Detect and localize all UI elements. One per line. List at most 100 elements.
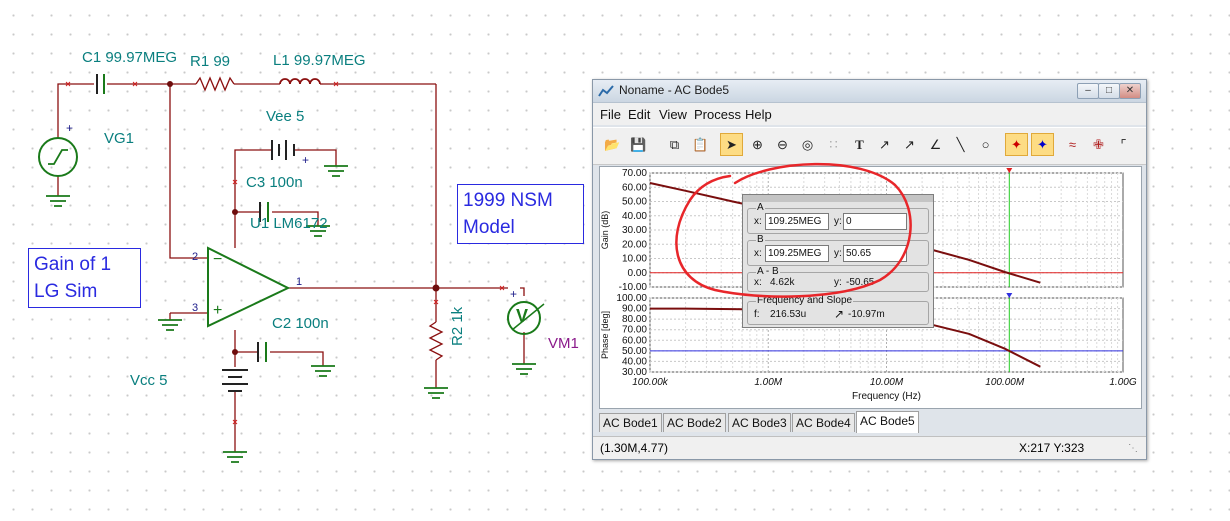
fs-slope-value: -10.97m bbox=[848, 309, 885, 320]
menu-view[interactable]: View bbox=[659, 107, 687, 122]
y-tick-label: 60.00 bbox=[622, 182, 647, 193]
arrow-icon[interactable]: ⌜ bbox=[1120, 137, 1127, 152]
slope-icon[interactable]: ∠ bbox=[929, 137, 942, 152]
a-y-field[interactable]: 0 bbox=[843, 213, 907, 230]
voltmeter-icon: V bbox=[516, 306, 529, 326]
maximize-button[interactable]: □ bbox=[1098, 83, 1120, 99]
l1-label: L1 99.97MEG bbox=[273, 52, 366, 69]
opamp-plus: + bbox=[213, 302, 223, 319]
b-x-field[interactable]: 109.25MEG bbox=[765, 245, 829, 262]
a-y-label: y: bbox=[834, 216, 842, 227]
tab-ac-bode3[interactable]: AC Bode3 bbox=[728, 413, 791, 432]
note-model-line2: Model bbox=[463, 217, 515, 238]
tab-ac-bode2[interactable]: AC Bode2 bbox=[663, 413, 726, 432]
x-tick-label: 10.00M bbox=[870, 377, 904, 388]
copy-icon[interactable]: ⧉ bbox=[669, 137, 680, 152]
ab-x-value: 4.62k bbox=[770, 277, 795, 288]
cursor-b-icon[interactable]: ↗ bbox=[904, 137, 915, 152]
zoom-full-icon[interactable]: ◎ bbox=[801, 137, 814, 152]
group-a-label: A bbox=[756, 202, 765, 213]
tab-ac-bode5[interactable]: AC Bode5 bbox=[856, 411, 919, 433]
status-xy: X:217 Y:323 bbox=[1019, 441, 1085, 455]
menu-bar: File Edit View Process Help bbox=[593, 103, 1146, 125]
y-tick-label: 10.00 bbox=[622, 254, 647, 265]
y-tick-label: 40.00 bbox=[622, 356, 647, 367]
pointer-icon[interactable]: ➤ bbox=[720, 133, 743, 156]
a-x-field[interactable]: 109.25MEG bbox=[765, 213, 829, 230]
y-tick-label: 50.00 bbox=[622, 346, 647, 357]
title-bar[interactable]: Noname - AC Bode5 – □ ✕ bbox=[593, 80, 1146, 103]
menu-edit[interactable]: Edit bbox=[628, 107, 651, 122]
tab-ac-bode4[interactable]: AC Bode4 bbox=[792, 413, 855, 432]
status-coords: (1.30M,4.77) bbox=[600, 441, 669, 455]
r1-label: R1 99 bbox=[190, 53, 231, 70]
pin1-label: 1 bbox=[296, 276, 303, 288]
cursor-active-b-icon[interactable]: ✦ bbox=[1031, 133, 1054, 156]
y-axis-label-1: Phase [deg] bbox=[600, 311, 610, 359]
y-tick-label: 70.00 bbox=[622, 168, 647, 179]
note-gain-line2: LG Sim bbox=[34, 281, 98, 302]
line-icon[interactable]: ╲ bbox=[956, 137, 965, 152]
resize-grip-icon[interactable]: ⋱ bbox=[1128, 443, 1138, 454]
vg1-label: VG1 bbox=[104, 130, 135, 147]
circle-icon[interactable]: ○ bbox=[981, 137, 990, 152]
group-b: B x: 109.25MEG y: 50.65 bbox=[747, 234, 929, 266]
y-tick-label: 30.00 bbox=[622, 225, 647, 236]
opamp-minus: − bbox=[213, 251, 223, 268]
y-tick-label: 30.00 bbox=[622, 367, 647, 378]
cursor-active-a-icon[interactable]: ✦ bbox=[1005, 133, 1028, 156]
marker-icon[interactable]: ✙ bbox=[1093, 137, 1104, 152]
y-tick-label: 20.00 bbox=[622, 239, 647, 250]
dialog-titlebar[interactable] bbox=[743, 195, 933, 202]
menu-file[interactable]: File bbox=[600, 107, 621, 122]
y-tick-label: 50.00 bbox=[622, 197, 647, 208]
c3-label: C3 100n bbox=[246, 174, 303, 191]
paste-icon[interactable]: 📋 bbox=[692, 137, 709, 152]
wave-icon[interactable]: ≈ bbox=[1068, 137, 1077, 152]
y-tick-label: 70.00 bbox=[622, 325, 647, 336]
ab-y-label: y: bbox=[834, 277, 842, 288]
x-tick-label: 100.00k bbox=[632, 377, 669, 388]
note-model[interactable]: 1999 NSM Model bbox=[457, 184, 584, 244]
group-fs-label: Frequency and Slope bbox=[756, 295, 854, 306]
pin3-label: 3 bbox=[192, 302, 199, 314]
b-y-label: y: bbox=[834, 248, 842, 259]
vcc-label: Vcc 5 bbox=[130, 372, 168, 389]
zoom-out-icon[interactable]: ⊖ bbox=[777, 137, 788, 152]
x-tick-label: 100.00M bbox=[985, 377, 1025, 388]
app-icon bbox=[598, 84, 614, 98]
toolbar: 📂 💾 ⧉ 📋 ➤ ⊕ ⊖ ◎ ∷ T ↗ ↗ ∠ ╲ ○ ✦ ✦ ≈ ✙ ⌜ bbox=[593, 127, 1146, 165]
u1-label: U1 LM6172 bbox=[250, 215, 328, 232]
cursor-readout-dialog[interactable]: A x: 109.25MEG y: 0 B x: 109.25MEG y: 50… bbox=[742, 194, 934, 328]
b-y-field[interactable]: 50.65 bbox=[843, 245, 907, 262]
y-tick-label: 60.00 bbox=[622, 335, 647, 346]
a-x-label: x: bbox=[754, 216, 762, 227]
svg-text:+: + bbox=[66, 121, 73, 135]
y-tick-label: 90.00 bbox=[622, 304, 647, 315]
tab-ac-bode1[interactable]: AC Bode1 bbox=[599, 413, 662, 432]
close-button[interactable]: ✕ bbox=[1119, 83, 1141, 99]
y-tick-label: -10.00 bbox=[619, 282, 648, 293]
group-a: A x: 109.25MEG y: 0 bbox=[747, 202, 929, 234]
status-bar: (1.30M,4.77) X:217 Y:323 ⋱ bbox=[593, 436, 1146, 459]
menu-help[interactable]: Help bbox=[745, 107, 772, 122]
text-icon[interactable]: T bbox=[855, 137, 864, 152]
zoom-in-icon[interactable]: ⊕ bbox=[752, 137, 763, 152]
x-axis-label: Frequency (Hz) bbox=[852, 391, 921, 402]
minimize-button[interactable]: – bbox=[1077, 83, 1099, 99]
x-tick-label: 1.00M bbox=[754, 377, 782, 388]
grid-icon[interactable]: ∷ bbox=[829, 137, 838, 152]
pin2-label: 2 bbox=[192, 251, 199, 263]
note-gain-line1: Gain of 1 bbox=[34, 254, 112, 275]
save-icon[interactable]: 💾 bbox=[630, 137, 647, 152]
group-a-minus-b: A - B x: 4.62k y: -50.65 bbox=[747, 266, 929, 292]
cursor-marker-0 bbox=[1006, 168, 1013, 173]
y-axis-label-0: Gain (dB) bbox=[600, 211, 610, 250]
open-icon[interactable]: 📂 bbox=[604, 137, 621, 152]
cursor-marker-1 bbox=[1006, 293, 1013, 298]
y-tick-label: 40.00 bbox=[622, 211, 647, 222]
note-gain[interactable]: Gain of 1 LG Sim bbox=[28, 248, 141, 308]
cursor-a-icon[interactable]: ↗ bbox=[879, 137, 890, 152]
menu-process[interactable]: Process bbox=[694, 107, 741, 122]
